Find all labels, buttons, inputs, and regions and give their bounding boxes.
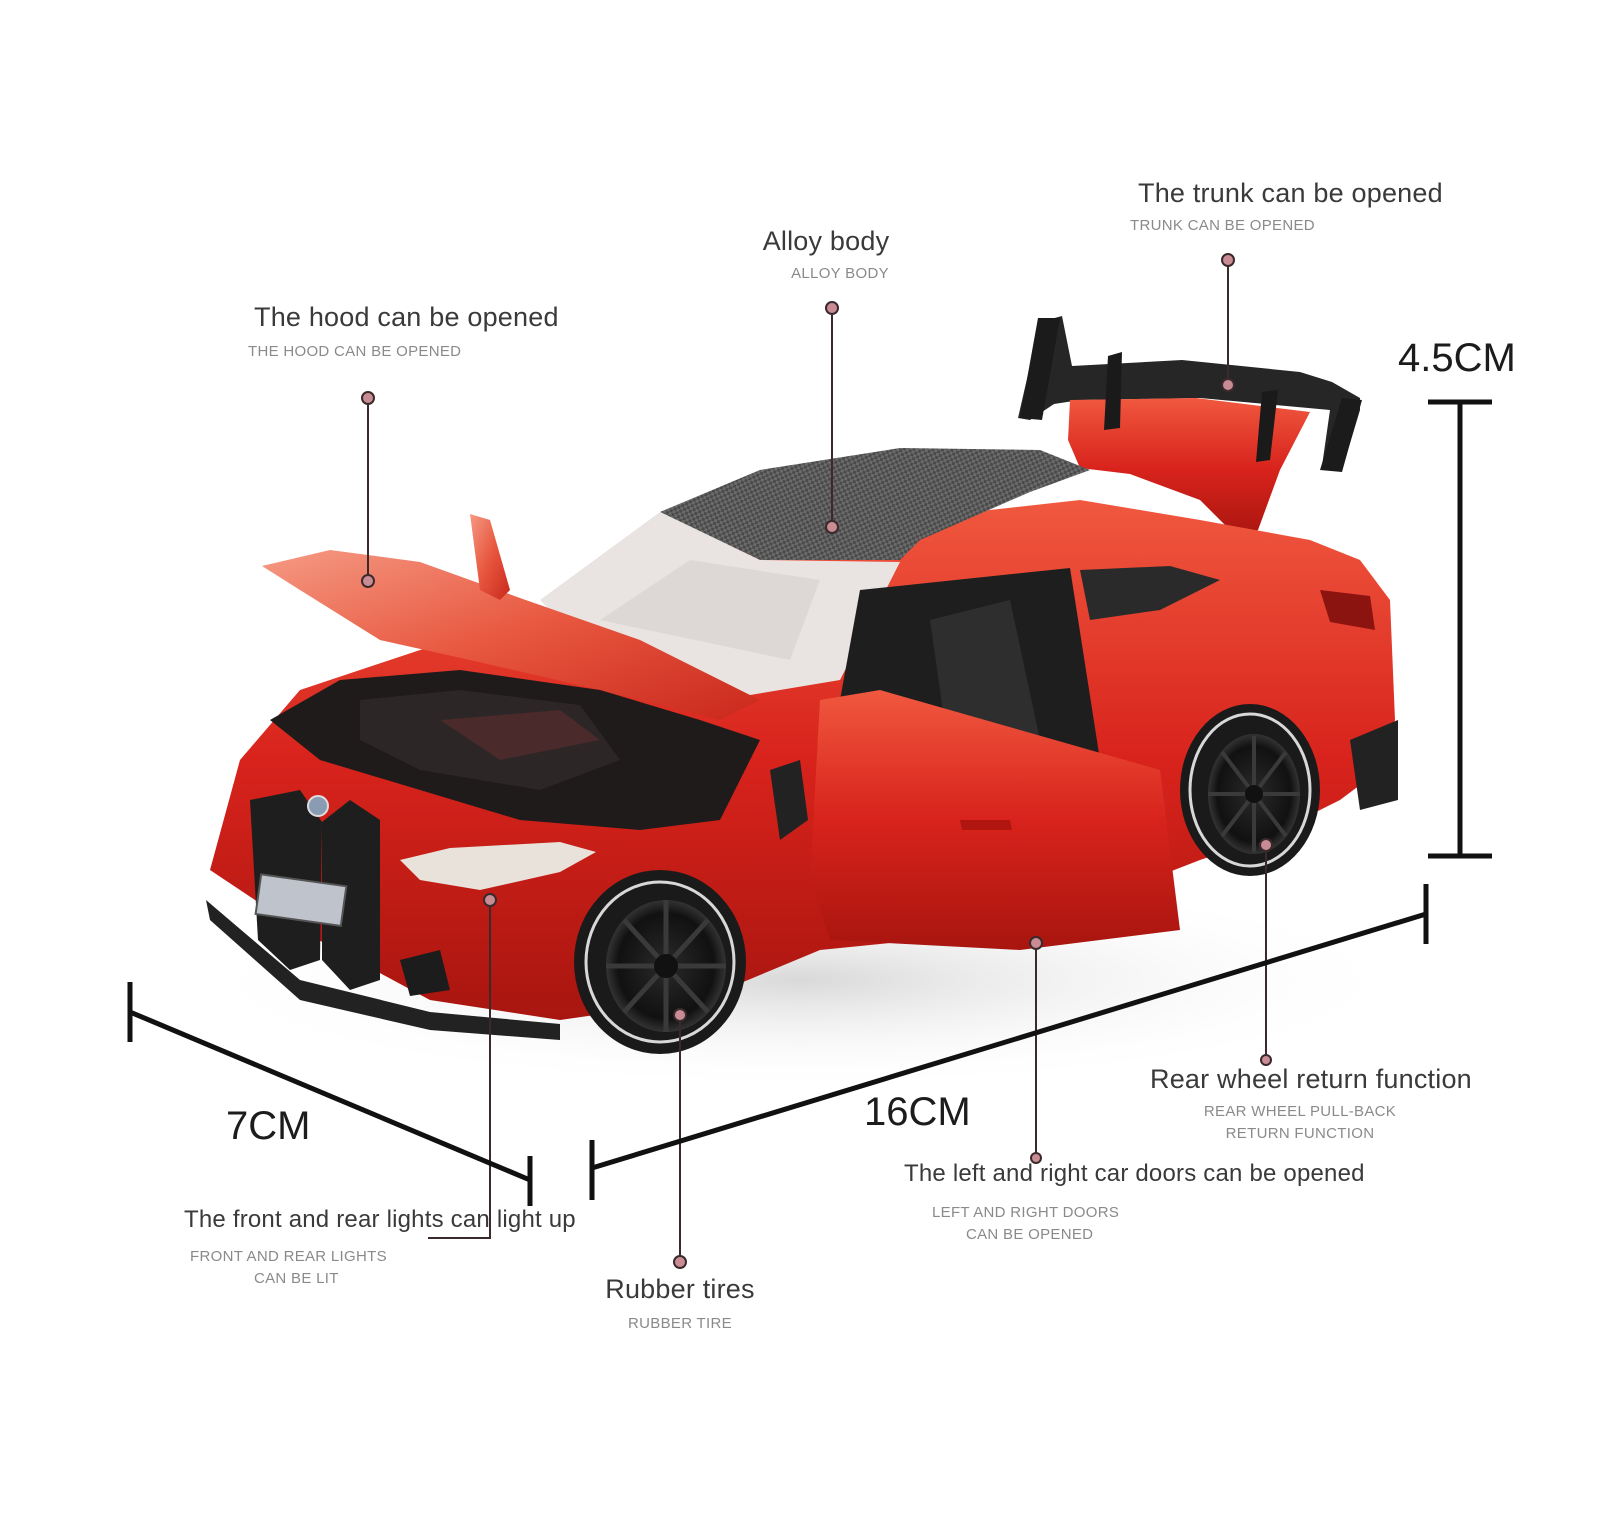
callout-alloy-body-title: Alloy body (762, 226, 890, 256)
callout-alloy-body-subtitle: ALLOY BODY (791, 265, 889, 282)
callout-tires-title: Rubber tires (605, 1274, 755, 1304)
rear-wing (1018, 316, 1362, 540)
callout-hood-subtitle: THE HOOD CAN BE OPENED (248, 343, 462, 360)
callout-doors-subtitle-2: CAN BE OPENED (966, 1226, 1094, 1243)
leader-lines (361, 253, 1273, 1269)
callout-lights-title: The front and rear lights can light up (184, 1206, 576, 1233)
callout-doors-subtitle-1: LEFT AND RIGHT DOORS (932, 1204, 1120, 1221)
callout-rear-wheel: Rear wheel return function REAR WHEEL PU… (1140, 1064, 1520, 1145)
callout-lights: The front and rear lights can light up F… (184, 1206, 624, 1290)
callout-trunk-title: The trunk can be opened (1138, 178, 1443, 208)
callout-lights-subtitle-1: FRONT AND REAR LIGHTS (190, 1248, 387, 1265)
callout-hood: The hood can be opened THE HOOD CAN BE O… (248, 302, 558, 363)
callout-rear-wheel-subtitle-1: REAR WHEEL PULL-BACK (1203, 1103, 1397, 1120)
dimension-lines (127, 399, 1492, 1206)
rear-wheel (1180, 704, 1320, 876)
callout-doors: The left and right car doors can be open… (900, 1160, 1390, 1246)
callout-doors-title: The left and right car doors can be open… (904, 1160, 1365, 1187)
callout-lights-subtitle-2: CAN BE LIT (254, 1270, 339, 1287)
callout-hood-title: The hood can be opened (254, 302, 559, 332)
dimension-height-label: 4.5CM (1398, 336, 1516, 380)
callout-trunk: The trunk can be opened TRUNK CAN BE OPE… (1100, 178, 1510, 237)
dimension-length-label: 16CM (864, 1090, 971, 1134)
front-fascia (206, 790, 596, 1040)
callout-tires: Rubber tires RUBBER TIRE (580, 1274, 780, 1335)
callout-rear-wheel-subtitle-2: RETURN FUNCTION (1225, 1125, 1375, 1142)
callout-trunk-subtitle: TRUNK CAN BE OPENED (1130, 217, 1315, 234)
callout-alloy-body: Alloy body ALLOY BODY (740, 226, 940, 285)
callout-rear-wheel-title: Rear wheel return function (1150, 1064, 1472, 1094)
callout-tires-subtitle: RUBBER TIRE (628, 1315, 732, 1332)
dimension-width-label: 7CM (226, 1104, 311, 1148)
open-hood (262, 514, 760, 830)
front-wheel (574, 870, 746, 1054)
